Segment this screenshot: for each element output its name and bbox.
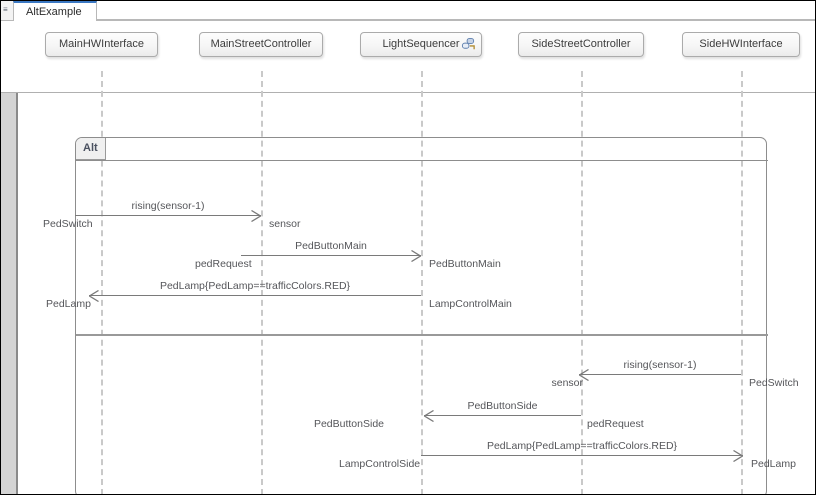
fragment-title-bar (76, 138, 768, 161)
canvas-gutter-edge (16, 92, 18, 494)
lifeline-lightseq[interactable] (421, 71, 423, 494)
lifeline-header-label: SideStreetController (531, 38, 631, 50)
arrow-head-icon (411, 249, 422, 263)
lifeline-header-mainhw[interactable]: MainHWInterface (45, 32, 158, 57)
arrow-head-icon (88, 289, 99, 303)
message-gate-label: pedRequest (195, 258, 252, 270)
lifeline-header-sidesc[interactable]: SideStreetController (518, 32, 644, 57)
message-label: PedButtonSide (467, 400, 538, 412)
message-label: rising(sensor-1) (623, 359, 697, 371)
canvas-left-gutter (1, 92, 16, 494)
lifeline-header-label: MainHWInterface (59, 38, 144, 50)
message-line[interactable] (89, 295, 421, 296)
lifeline-mainhw[interactable] (101, 71, 103, 494)
reference-icon[interactable] (461, 37, 476, 52)
tab-alt-example[interactable]: AltExample (13, 1, 97, 21)
message-target-label: PedLamp (751, 458, 796, 470)
message-label: PedButtonMain (295, 240, 367, 252)
message-line[interactable] (424, 415, 581, 416)
tab-list-icon[interactable]: ≡ (3, 6, 8, 15)
lifeline-header-lightseq[interactable]: LightSequencer (360, 32, 482, 57)
lifeline-header-separator (1, 92, 815, 93)
arrow-head-icon (423, 409, 434, 423)
message-target-label: sensor (269, 218, 301, 230)
message-label: PedLamp{PedLamp==trafficColors.RED} (486, 440, 678, 452)
lifeline-mainsc[interactable] (261, 71, 263, 494)
lifeline-header-label: MainStreetController (210, 38, 312, 50)
tab-strip-empty-area (93, 1, 815, 20)
lifeline-sidehw[interactable] (741, 71, 743, 494)
arrow-head-icon (733, 449, 744, 463)
diagram-canvas[interactable]: MainHWInterface MainStreetController Light… (1, 21, 815, 494)
alt-combined-fragment[interactable]: Alt (75, 137, 768, 494)
arrow-head-icon (251, 209, 262, 223)
editor-tab-bar: ≡ AltExample (1, 1, 815, 21)
operand-separator (76, 334, 768, 336)
message-label: rising(sensor-1) (131, 200, 205, 212)
message-target-label: PedButtonSide (313, 418, 384, 430)
message-gate-label: PedSwitch (749, 377, 799, 389)
message-gate-label: PedLamp (46, 298, 91, 310)
lifeline-header-label: LightSequencer (382, 38, 460, 50)
message-target-label: PedButtonMain (429, 258, 501, 270)
lifeline-sidesc[interactable] (581, 71, 583, 494)
fragment-operator-label[interactable]: Alt (76, 138, 106, 160)
message-gate-label: LampControlSide (339, 458, 421, 470)
message-target-label: sensor (551, 377, 583, 389)
lifeline-header-mainsc[interactable]: MainStreetController (199, 32, 323, 57)
lifeline-header-sidehw[interactable]: SideHWInterface (682, 32, 800, 57)
message-line[interactable] (579, 374, 741, 375)
message-line[interactable] (241, 255, 421, 256)
lifeline-header-label: SideHWInterface (699, 38, 783, 50)
message-target-label: LampControlMain (429, 298, 512, 310)
message-gate-label: pedRequest (587, 418, 644, 430)
message-label: PedLamp{PedLamp==trafficColors.RED} (159, 280, 351, 292)
arrow-head-icon (578, 368, 589, 382)
tab-label: AltExample (26, 6, 82, 18)
message-gate-label: PedSwitch (43, 218, 93, 230)
message-line[interactable] (421, 455, 743, 456)
message-line[interactable] (75, 215, 261, 216)
